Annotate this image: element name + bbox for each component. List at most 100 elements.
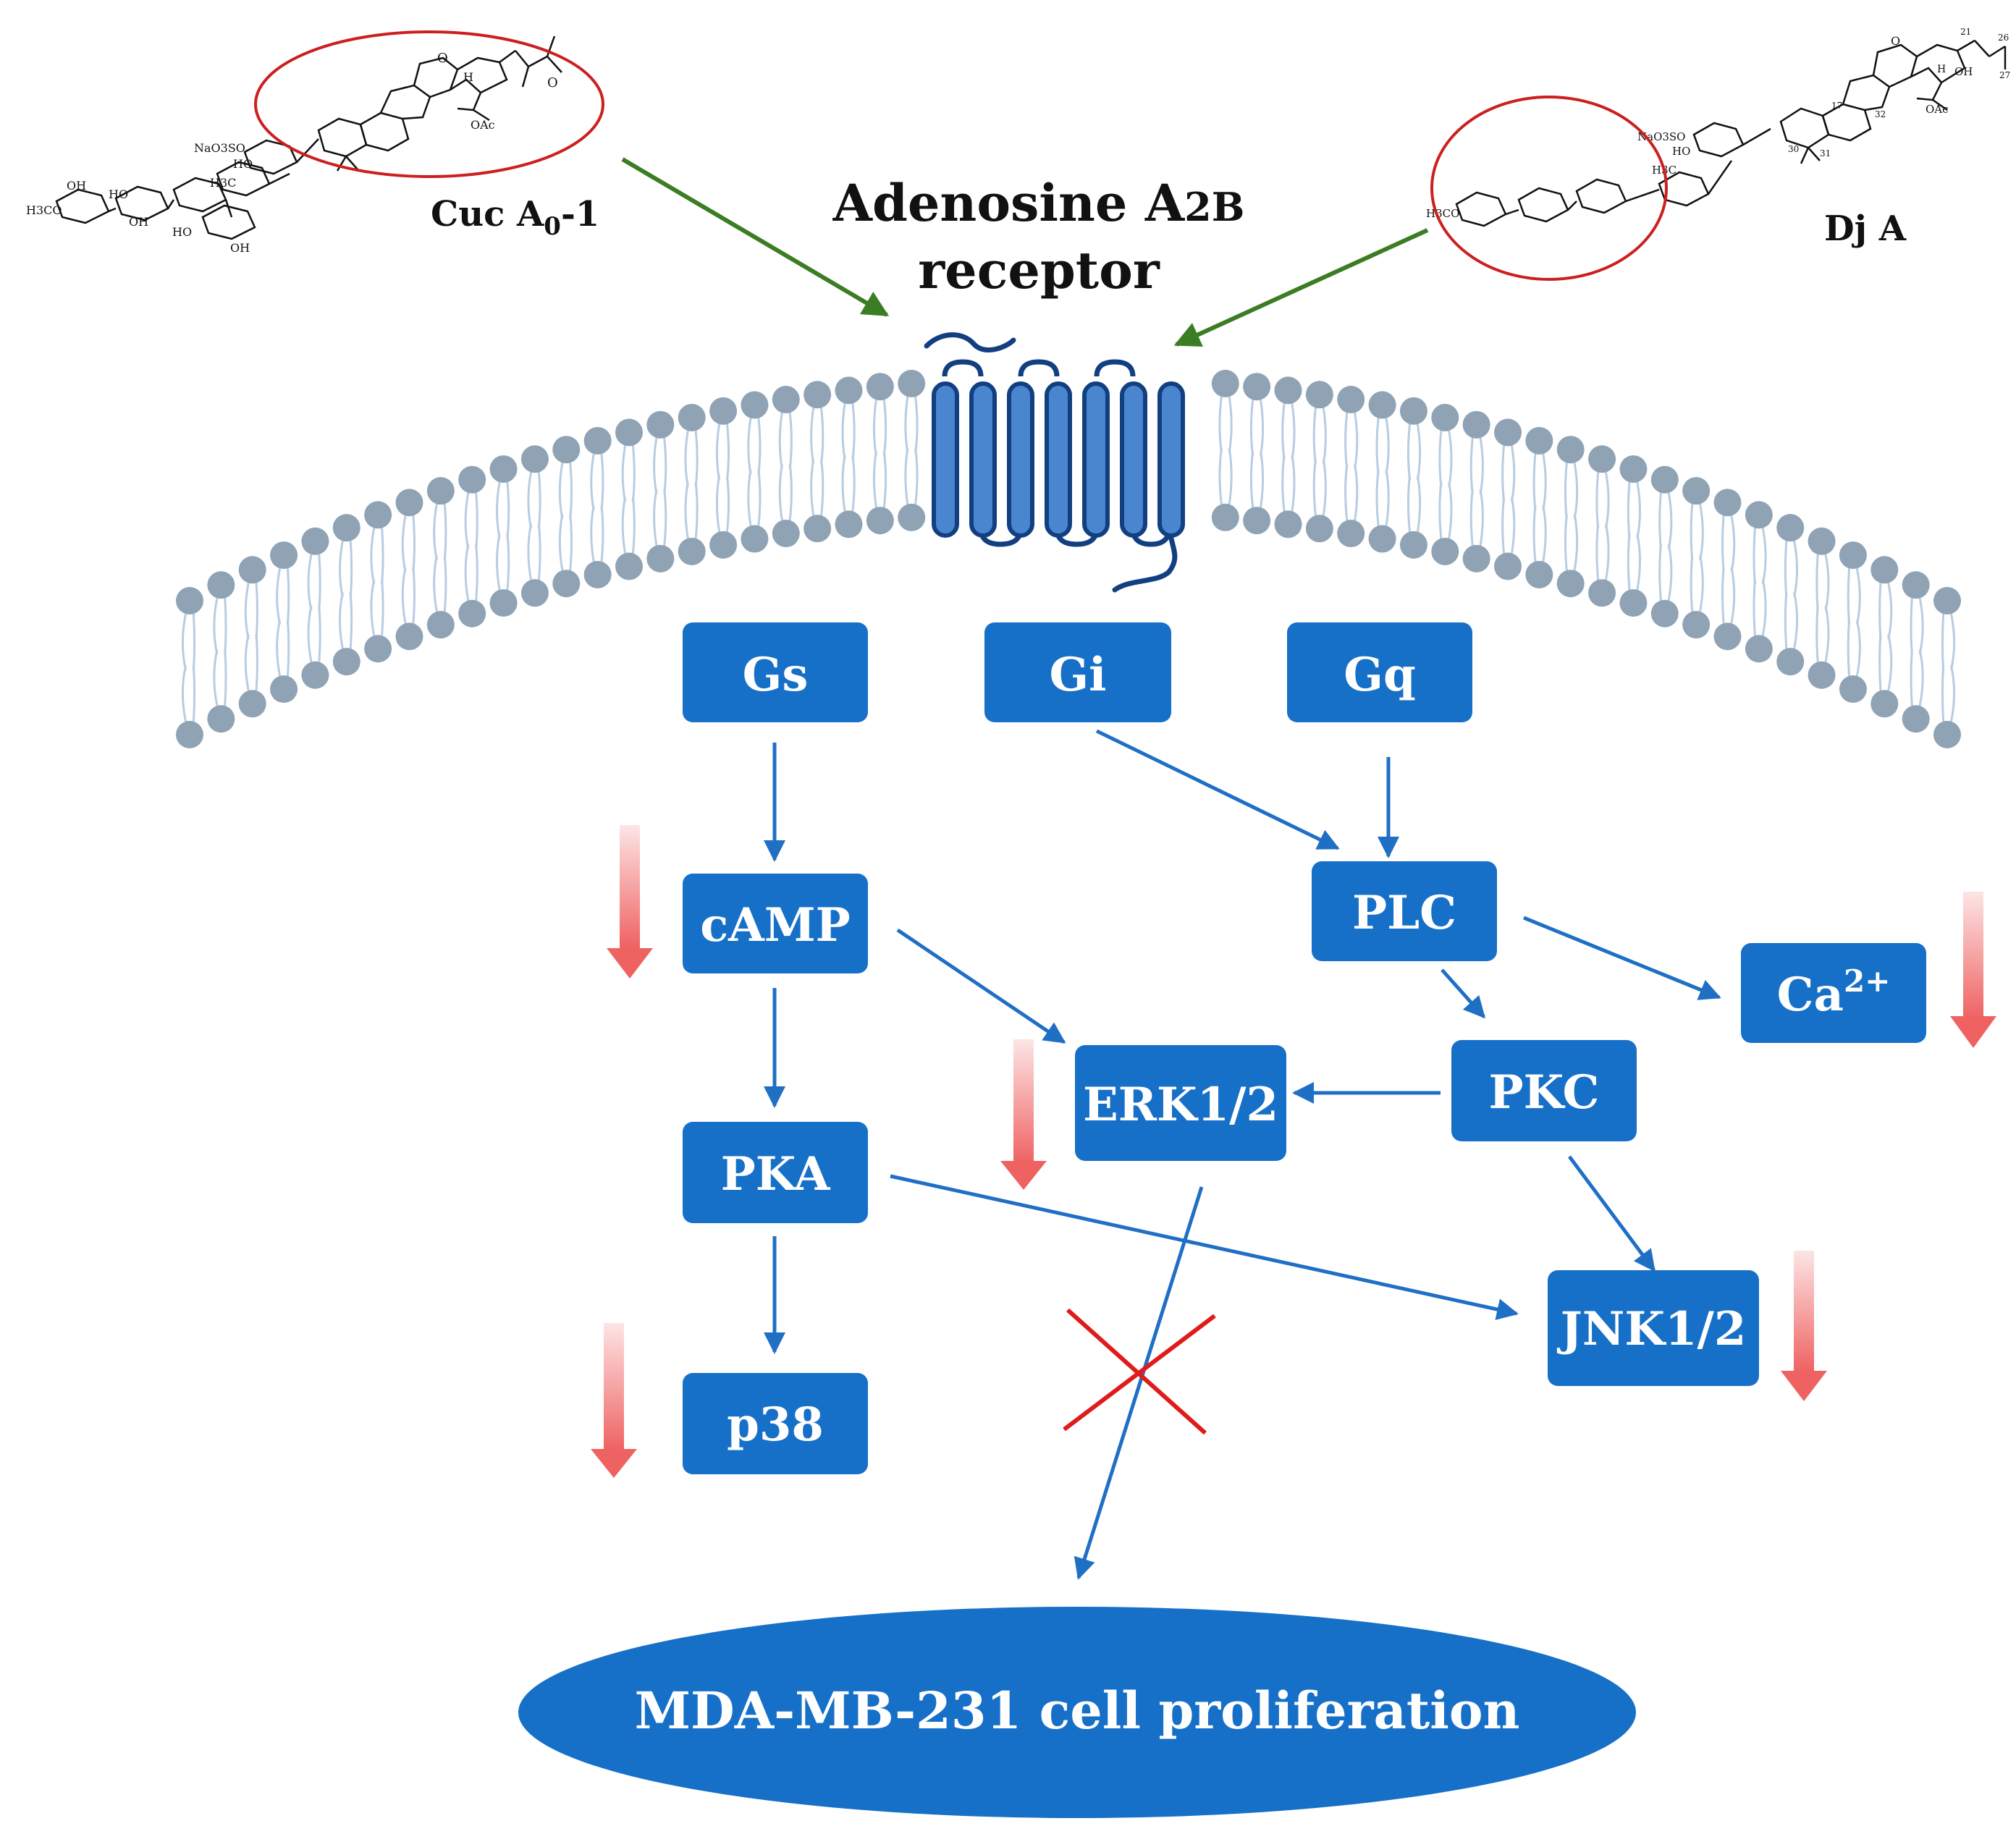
node-ca-label: Ca2+ xyxy=(1777,963,1891,1022)
lipid-tail xyxy=(1949,664,1956,722)
lipid-head xyxy=(1399,531,1427,559)
lipid-head xyxy=(364,501,392,529)
lipid-head xyxy=(238,556,266,584)
lipid-head xyxy=(458,599,486,627)
label-o-right: O xyxy=(1891,34,1900,48)
lipid-head xyxy=(772,386,800,414)
lipid-tail xyxy=(192,665,196,722)
lipid-tail xyxy=(1281,455,1286,512)
lipid-tail xyxy=(213,649,219,706)
lipid-tail xyxy=(1878,634,1882,691)
adenosine-a2b-receptor-icon xyxy=(924,332,1185,593)
lipid-head xyxy=(1243,373,1271,401)
label-num-26: 26 xyxy=(1998,33,2009,43)
lipid-head xyxy=(1211,503,1239,531)
lipid-head xyxy=(1274,376,1302,405)
lipid-tail xyxy=(569,514,573,571)
lipid-tail xyxy=(381,579,384,636)
lipid-tail xyxy=(1824,605,1830,663)
lipid-tail xyxy=(1249,451,1254,508)
lipid-head xyxy=(207,571,235,599)
lipid-tail xyxy=(621,496,627,554)
lipid-head xyxy=(1682,477,1711,505)
lipid-head xyxy=(583,560,612,588)
lipid-tail xyxy=(181,664,187,722)
lipid-tail xyxy=(1532,505,1537,562)
lipid-tail xyxy=(600,505,604,562)
lipid-tail xyxy=(1949,613,1956,671)
lipid-tail xyxy=(1416,423,1422,481)
lipid-tail xyxy=(1824,554,1830,611)
lipid-tail xyxy=(1573,514,1579,571)
lipid-tail xyxy=(653,437,658,494)
lipid-tail xyxy=(1564,514,1568,571)
lipid-tail xyxy=(213,597,219,655)
lipid-tail xyxy=(1699,555,1704,612)
lipid-tail xyxy=(1249,400,1254,457)
lipid-head xyxy=(804,381,832,409)
receptor-title-sub: 2B xyxy=(1184,184,1244,230)
arrow-pkc-jnk xyxy=(1567,1155,1656,1272)
lipid-tail xyxy=(370,579,376,636)
lipid-head xyxy=(1399,397,1427,425)
lipid-tail xyxy=(286,568,290,625)
lipid-head xyxy=(1619,455,1648,483)
arrow-erk-proliferation xyxy=(1074,1186,1204,1580)
lipid-head xyxy=(395,622,423,651)
label-num-21: 21 xyxy=(1960,27,1971,37)
highlight-circle-right xyxy=(1430,96,1668,281)
lipid-tail xyxy=(1667,492,1673,549)
lipid-tail xyxy=(496,481,501,539)
lipid-tail xyxy=(1416,475,1422,533)
lipid-tail xyxy=(1438,430,1443,487)
lipid-tail xyxy=(1730,567,1736,624)
lipid-head xyxy=(1839,675,1867,703)
lipid-head xyxy=(238,690,266,718)
lipid-tail xyxy=(412,515,416,572)
lipid-tail xyxy=(872,400,877,457)
lipid-head xyxy=(301,527,329,555)
lipid-tail xyxy=(1501,445,1506,502)
cuc-a0-1-label: Cuc A0-1 xyxy=(431,194,599,241)
lipid-tail xyxy=(1260,451,1265,508)
lipid-tail xyxy=(1438,482,1443,539)
dj-a-label: Dj A xyxy=(1824,208,1907,249)
lipid-tail xyxy=(1510,445,1516,502)
lipid-tail xyxy=(851,455,856,512)
lipid-tail xyxy=(1312,459,1317,516)
lipid-head xyxy=(772,520,800,548)
lipid-tail xyxy=(1784,592,1788,649)
lipid-tail xyxy=(475,544,478,601)
lipid-head xyxy=(1211,369,1239,397)
arrow-plc-ca xyxy=(1523,916,1721,1000)
lipid-tail xyxy=(506,481,510,538)
lipid-tail xyxy=(872,451,877,508)
lipid-tail xyxy=(1855,620,1861,677)
lipid-tail xyxy=(778,464,783,521)
arrow-camp-erk xyxy=(896,928,1066,1044)
lipid-head xyxy=(1713,622,1742,651)
node-p38-label: p38 xyxy=(727,1398,824,1452)
lipid-tail xyxy=(914,447,919,505)
label-num-27: 27 xyxy=(1999,70,2010,80)
highlight-circle-left xyxy=(254,30,604,178)
lipid-tail xyxy=(255,634,258,691)
lipid-tail xyxy=(1941,613,1945,670)
node-jnk: JNK1/2 xyxy=(1548,1270,1759,1386)
lipid-head xyxy=(1682,611,1711,639)
lipid-tail xyxy=(1469,489,1474,546)
lipid-head xyxy=(1933,721,1961,748)
lipid-tail xyxy=(1406,423,1412,481)
lipid-tail xyxy=(1690,504,1694,560)
lipid-tail xyxy=(1322,407,1327,465)
lipid-tail xyxy=(1532,453,1537,510)
lipid-tail xyxy=(1510,496,1516,554)
receptor-title-line2: receptor xyxy=(918,240,1160,300)
cuc-a0-1-atom-labels: NaO3SO HO H3CO OH HO OH H3C OAc H O O HO… xyxy=(26,51,558,255)
node-plc: PLC xyxy=(1312,861,1497,961)
lipid-tail xyxy=(224,598,227,655)
lipid-head xyxy=(615,552,643,580)
lipid-tail xyxy=(882,400,887,457)
lipid-head xyxy=(1745,501,1773,529)
lipid-head xyxy=(1588,579,1616,607)
